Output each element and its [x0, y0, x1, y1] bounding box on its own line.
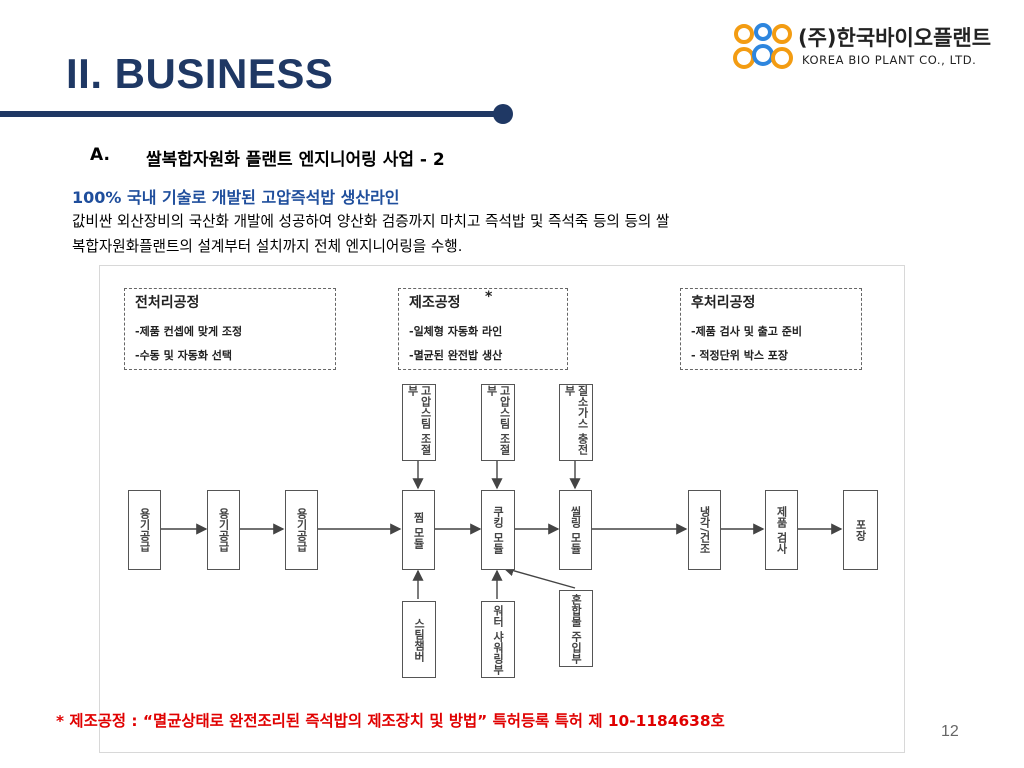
process-steam-module: 찜 모듈	[402, 490, 435, 570]
stage-post-processing: 후처리공정 -제품 검사 및 출고 준비 - 적정단위 박스 포장	[680, 288, 862, 370]
process-label: 용기공급	[138, 508, 151, 552]
stage-title: 후처리공정	[691, 295, 756, 311]
section-title: 쌀복합자원화 플랜트 엔지니어링 사업 - 2	[146, 150, 445, 170]
process-label: 씰링 모듈	[569, 506, 582, 554]
logo-english-name: KOREA BIO PLANT CO., LTD.	[802, 53, 977, 67]
stage-line: - 적정단위 박스 포장	[691, 349, 789, 362]
stage-pre-processing: 전처리공정 -제품 컨셉에 맞게 조정 -수동 및 자동화 선택	[124, 288, 336, 370]
unit-water-shower: 워터 샤워링부	[481, 601, 515, 678]
stage-line: -제품 검사 및 출고 준비	[691, 325, 802, 338]
process-label: 용기공급	[295, 508, 308, 552]
unit-nitrogen-charge: 질소가스 충전부	[559, 384, 593, 461]
page-title: II. BUSINESS	[66, 50, 334, 97]
stage-line: -일체형 자동화 라인	[409, 325, 503, 338]
subtitle: 100% 국내 기술로 개발된 고압즉석밥 생산라인	[72, 188, 400, 207]
process-product-inspection: 제품 검사	[765, 490, 798, 570]
process-label: 제품 검사	[775, 506, 788, 554]
unit-steam-chamber: 스팀챔버	[402, 601, 436, 678]
process-packaging: 포장	[843, 490, 878, 570]
body-line-1: 값비싼 외산장비의 국산화 개발에 성공하여 양산화 검증까지 마치고 즉석밥 …	[72, 213, 670, 230]
process-diagram: 전처리공정 -제품 컨셉에 맞게 조정 -수동 및 자동화 선택 제조공정 * …	[99, 265, 905, 753]
process-label: 용기공급	[217, 508, 230, 552]
stage-line: -멸균된 완전밥 생산	[409, 349, 503, 362]
unit-label: 스팀챔버	[412, 617, 426, 662]
process-cooling-drying: 냉각/건조	[688, 490, 721, 570]
process-cooking-module: 쿠킹 모듈	[481, 490, 515, 570]
body-line-2: 복합자원화플랜트의 설계부터 설치까지 전체 엔지니어링을 수행.	[72, 238, 463, 255]
process-sealing-module: 씰링 모듈	[559, 490, 592, 570]
unit-label: 고압스팀 조절부	[406, 385, 432, 455]
process-label: 쿠킹 모듈	[491, 506, 505, 554]
process-container-supply-1: 용기공급	[128, 490, 161, 570]
title-underline	[0, 111, 504, 117]
process-container-supply-3: 용기공급	[285, 490, 318, 570]
title-underline-dot	[493, 104, 513, 124]
patent-footnote: * 제조공정 : “멸균상태로 완전조리된 즉석밥의 제조장치 및 방법” 특허…	[56, 712, 725, 730]
page-number: 12	[941, 723, 959, 740]
stage-title: 전처리공정	[135, 295, 200, 311]
process-label: 찜 모듈	[412, 511, 425, 549]
section-letter: A.	[90, 145, 110, 165]
stage-title: 제조공정	[409, 295, 461, 311]
logo-korean-name: (주)한국바이오플랜트	[798, 26, 992, 50]
unit-label: 혼합물 주입부	[569, 593, 583, 664]
unit-mixture-injection: 혼합물 주입부	[559, 590, 593, 667]
unit-steam-control-1: 고압스팀 조절부	[402, 384, 436, 461]
stage-star: *	[485, 289, 493, 305]
process-label: 냉각/건조	[698, 505, 711, 555]
unit-label: 질소가스 충전부	[563, 385, 589, 455]
process-container-supply-2: 용기공급	[207, 490, 240, 570]
unit-steam-control-2: 고압스팀 조절부	[481, 384, 515, 461]
process-label: 포장	[854, 519, 867, 541]
company-logo: (주)한국바이오플랜트 KOREA BIO PLANT CO., LTD.	[732, 20, 1012, 76]
stage-manufacturing: 제조공정 * -일체형 자동화 라인 -멸균된 완전밥 생산	[398, 288, 568, 370]
stage-line: -제품 컨셉에 맞게 조정	[135, 325, 243, 338]
unit-label: 워터 샤워링부	[491, 604, 505, 675]
stage-line: -수동 및 자동화 선택	[135, 349, 233, 362]
unit-label: 고압스팀 조절부	[485, 385, 511, 455]
logo-mark-icon	[733, 23, 793, 69]
